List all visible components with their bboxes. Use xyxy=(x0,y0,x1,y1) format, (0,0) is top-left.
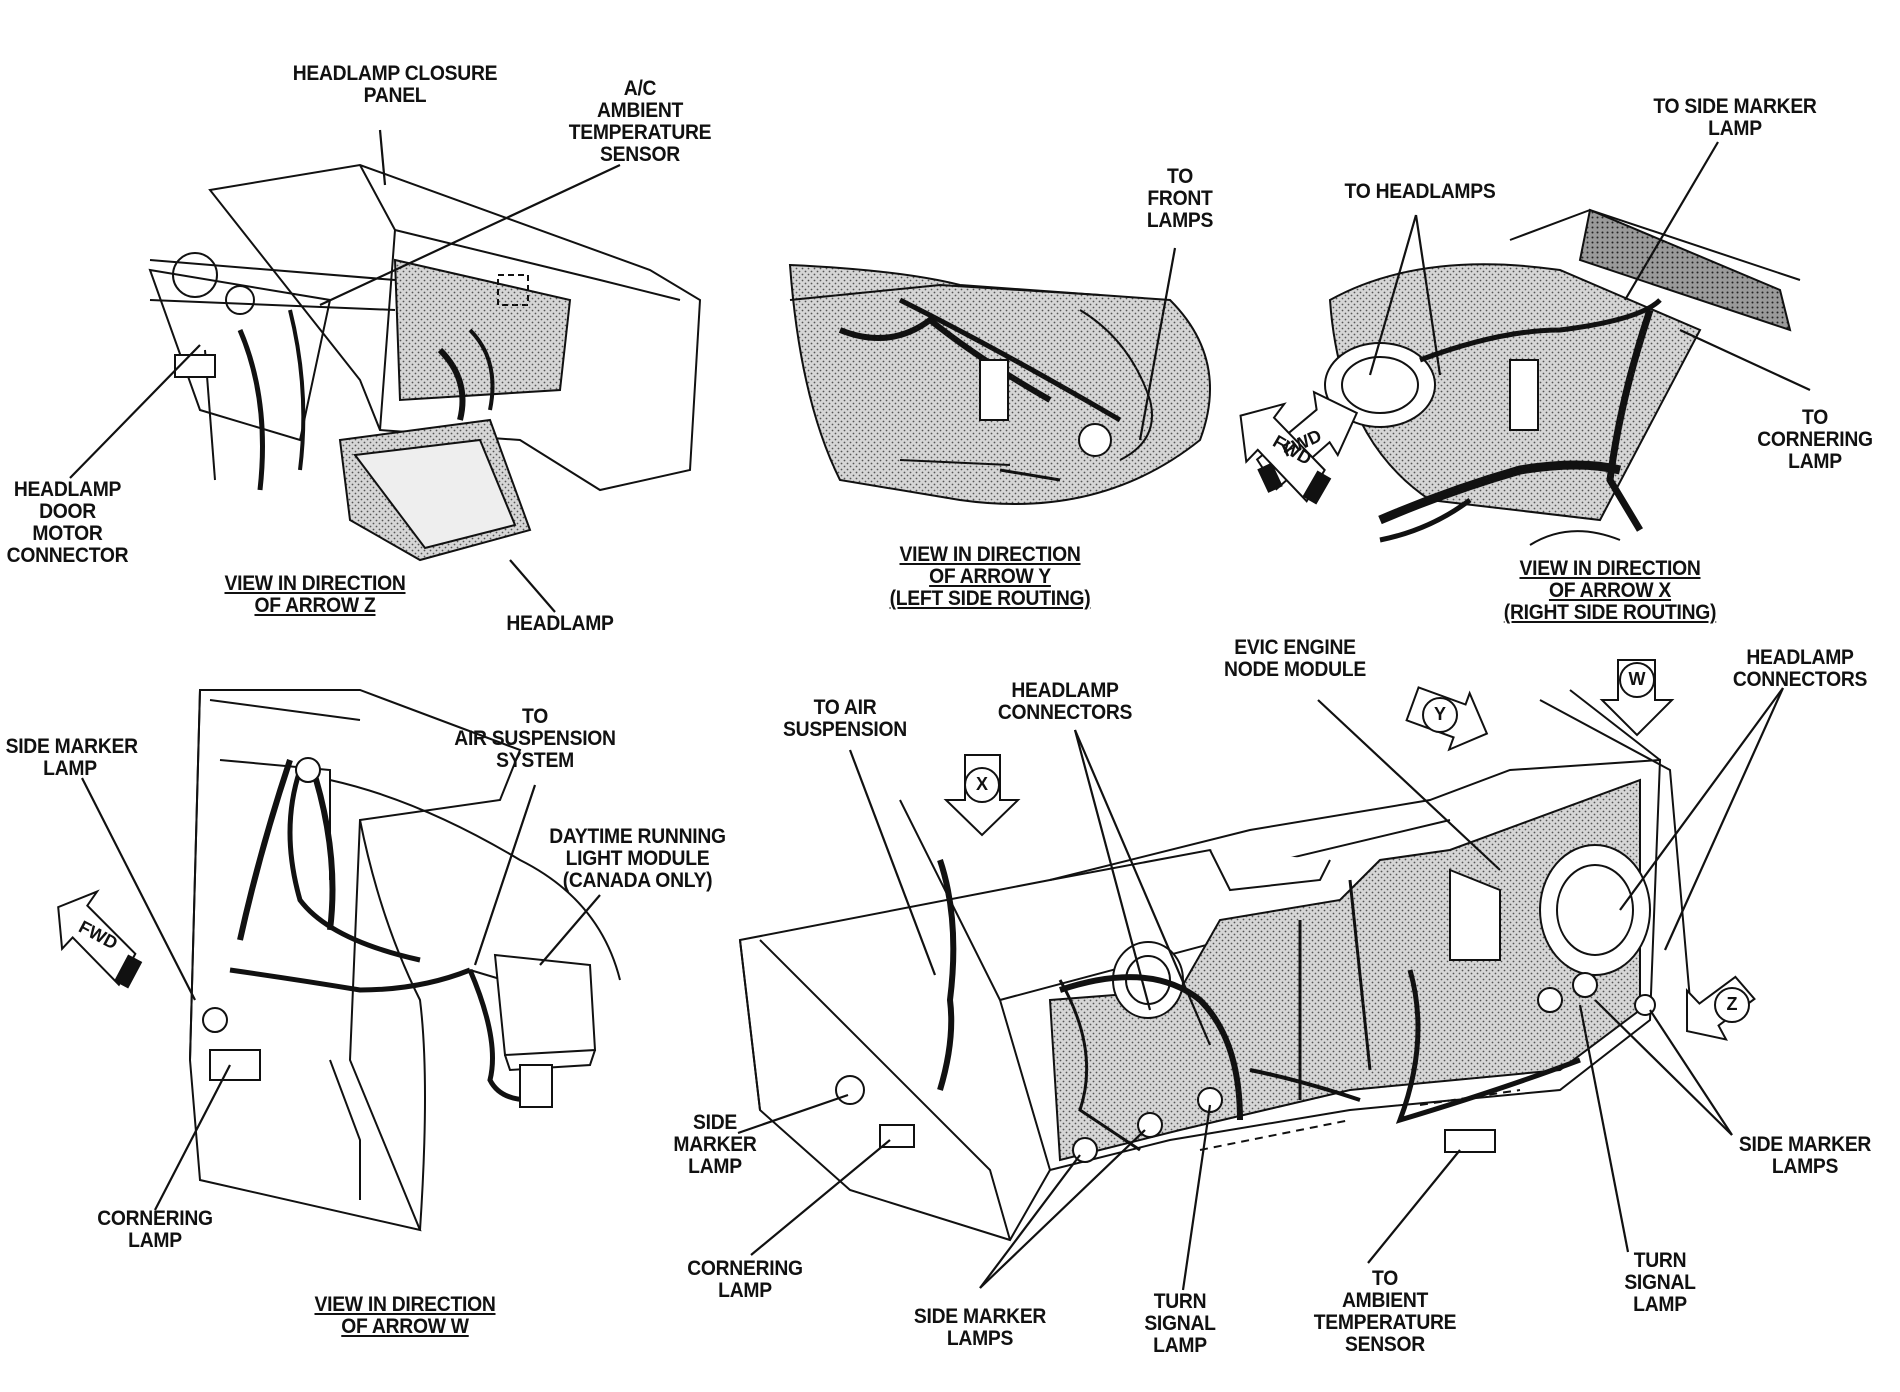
label-headlamp-closure-panel: HEADLAMP CLOSURE PANEL xyxy=(292,62,498,107)
label-headlamp-connectors-left: HEADLAMP CONNECTORS xyxy=(997,679,1133,724)
label-ac-ambient-sensor: A/C AMBIENT TEMPERATURE SENSOR xyxy=(568,77,712,166)
leader-lines xyxy=(69,129,1811,1291)
label-side-marker-lamps-bottom: SIDE MARKER LAMPS xyxy=(913,1305,1047,1350)
label-headlamp-connectors-right: HEADLAMP CONNECTORS xyxy=(1732,646,1868,691)
label-side-marker-lamp-main: SIDE MARKER LAMP xyxy=(673,1111,757,1178)
caption-arrow-w: VIEW IN DIRECTION OF ARROW W xyxy=(314,1293,496,1338)
label-headlamp-door-motor-connector: HEADLAMP DOOR MOTOR CONNECTOR xyxy=(6,478,129,567)
label-cornering-lamp-main: CORNERING LAMP xyxy=(687,1257,803,1302)
label-headlamp-z: HEADLAMP xyxy=(506,612,614,635)
label-to-air-suspension-system: TO AIR SUSPENSION SYSTEM xyxy=(454,705,616,772)
view-z-illustration xyxy=(148,163,702,562)
view-w-illustration xyxy=(188,689,621,1232)
label-turn-signal-lamp-right: TURN SIGNAL LAMP xyxy=(1624,1249,1696,1316)
label-to-headlamps: TO HEADLAMPS xyxy=(1344,180,1496,203)
label-side-marker-lamps-right: SIDE MARKER LAMPS xyxy=(1738,1133,1872,1178)
caption-arrow-x: VIEW IN DIRECTION OF ARROW X (RIGHT SIDE… xyxy=(1503,557,1717,624)
label-side-marker-lamp-w: SIDE MARKER LAMP xyxy=(5,735,138,780)
view-x-illustration xyxy=(1324,208,1801,546)
view-arrow-x-letter: X xyxy=(975,774,988,794)
view-arrow-z-letter: Z xyxy=(1726,994,1738,1014)
label-evic-engine-node-module: EVIC ENGINE NODE MODULE xyxy=(1224,636,1366,681)
label-daytime-running-light-module: DAYTIME RUNNING LIGHT MODULE (CANADA ONL… xyxy=(549,825,726,892)
label-to-front-lamps: TO FRONT LAMPS xyxy=(1146,165,1214,232)
label-turn-signal-lamp-left: TURN SIGNAL LAMP xyxy=(1144,1290,1216,1357)
main-view-illustration xyxy=(738,689,1691,1242)
view-y-illustration xyxy=(788,263,1211,505)
view-arrow-w-letter: W xyxy=(1628,669,1646,689)
caption-arrow-z: VIEW IN DIRECTION OF ARROW Z xyxy=(224,572,406,617)
fwd-arrow-shapes xyxy=(57,390,1359,989)
label-cornering-lamp-w: CORNERING LAMP xyxy=(97,1207,213,1252)
label-to-ambient-temperature-sensor: TO AMBIENT TEMPERATURE SENSOR xyxy=(1313,1267,1457,1356)
label-to-side-marker-lamp: TO SIDE MARKER LAMP xyxy=(1653,95,1817,140)
caption-arrow-y: VIEW IN DIRECTION OF ARROW Y (LEFT SIDE … xyxy=(889,543,1091,610)
view-direction-arrows xyxy=(943,659,1756,1041)
view-arrow-y-letter: Y xyxy=(1433,704,1446,724)
label-to-cornering-lamp: TO CORNERING LAMP xyxy=(1757,406,1873,473)
label-to-air-suspension: TO AIR SUSPENSION xyxy=(783,696,907,741)
